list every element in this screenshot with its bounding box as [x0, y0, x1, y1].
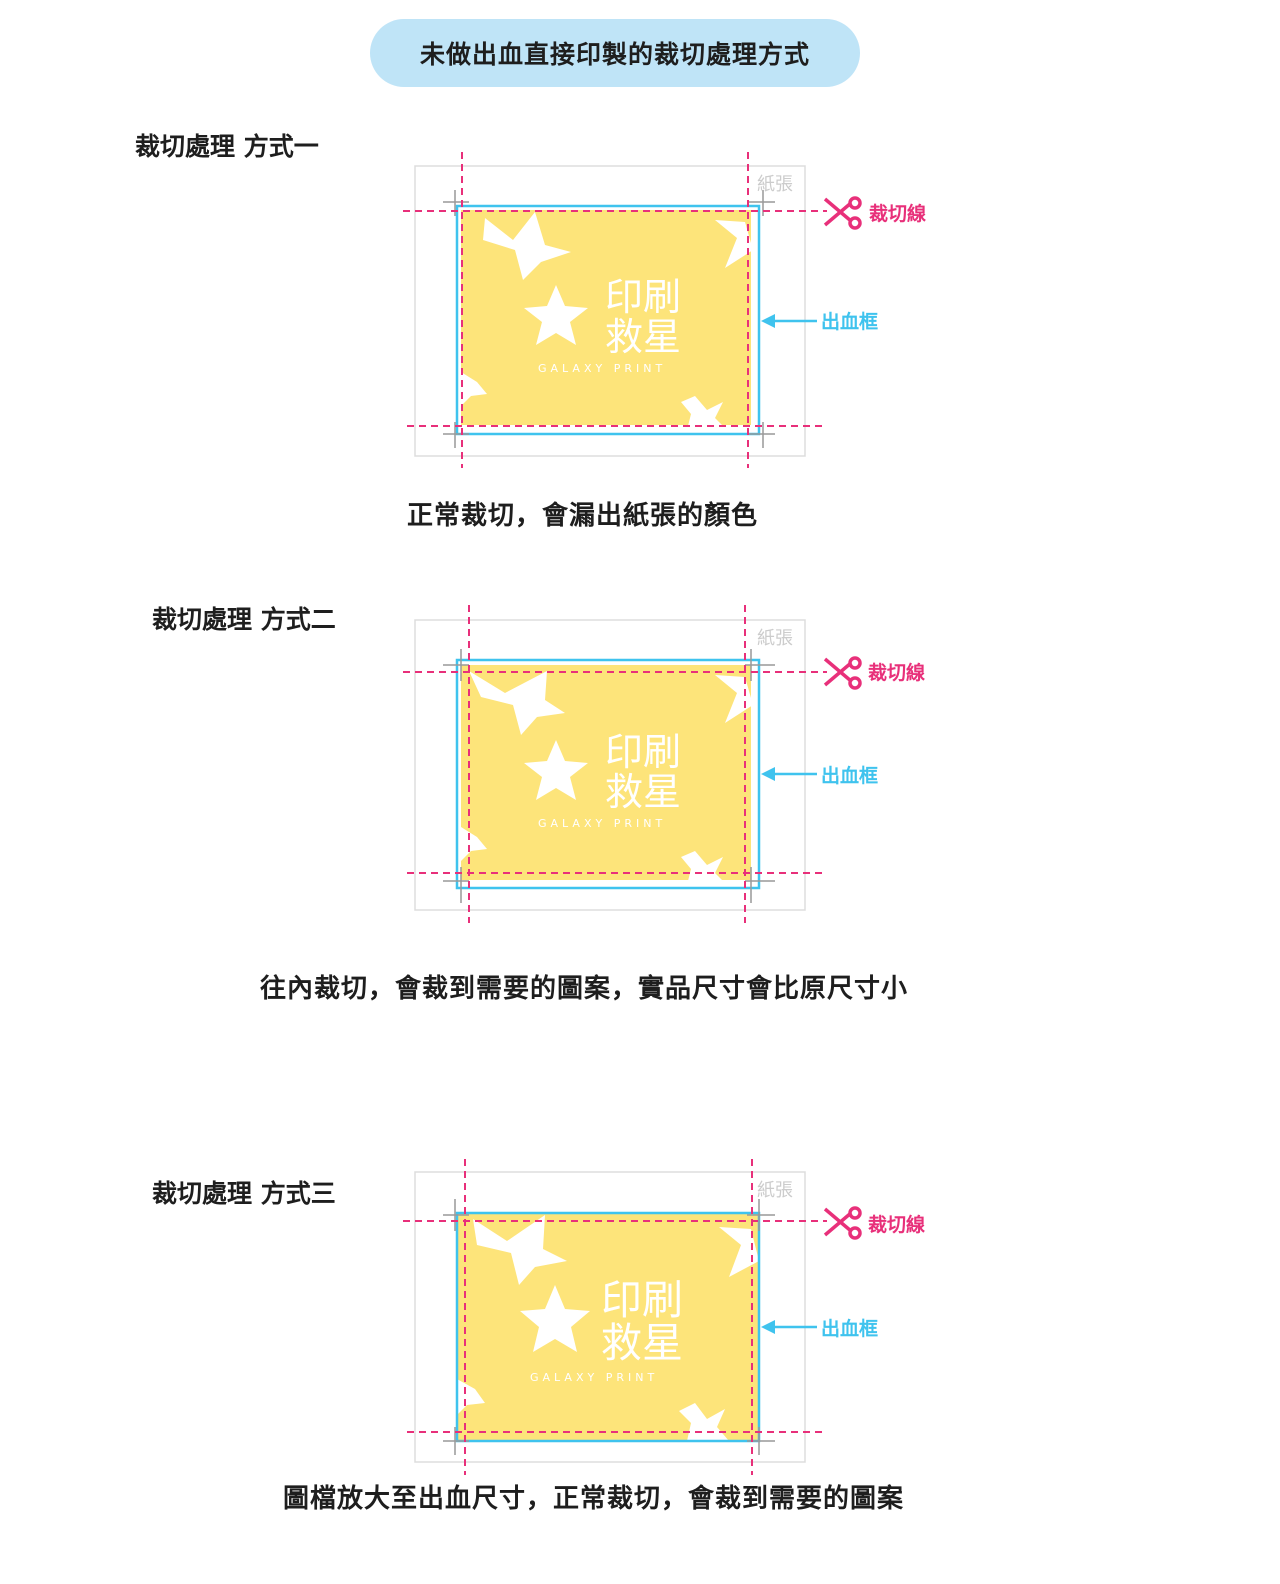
crop-marks — [443, 1199, 775, 1455]
scissors-icon — [823, 1206, 862, 1240]
arrow-left-icon — [761, 767, 817, 781]
diagram-2: 印刷 救星 GALAXY PRINT 紙張 裁切線 出血框 — [395, 605, 940, 925]
cut-line-label: 裁切線 — [868, 661, 925, 684]
section-1-caption: 正常裁切，會漏出紙張的顏色 — [407, 501, 759, 531]
section-2-caption: 往內裁切，會裁到需要的圖案，實品尺寸會比原尺寸小 — [260, 974, 909, 1004]
paper-label: 紙張 — [757, 174, 793, 195]
logo-star-icon — [524, 740, 588, 800]
cut-lines — [403, 605, 827, 923]
star-decoration — [719, 1227, 759, 1277]
logo-sub: GALAXY PRINT — [530, 1371, 658, 1384]
cut-line-label: 裁切線 — [868, 1213, 925, 1236]
diagram-1-svg: 印刷 救星 GALAXY PRINT 紙張 裁切線 出血框 — [403, 152, 926, 468]
logo-line2: 救星 — [605, 770, 681, 814]
star-decoration — [681, 851, 727, 885]
cut-line-label: 裁切線 — [869, 202, 926, 225]
logo-sub: GALAXY PRINT — [538, 362, 666, 375]
bleed-frame — [455, 1211, 761, 1443]
logo-star-icon — [524, 285, 588, 345]
section-3-label: 裁切處理 方式三 — [152, 1179, 336, 1208]
star-decoration — [715, 220, 753, 268]
arrow-left-icon — [761, 1320, 817, 1334]
bleed-frame-label: 出血框 — [821, 764, 878, 787]
page-title: 未做出血直接印製的裁切處理方式 — [370, 19, 860, 87]
logo-line1: 印刷 — [605, 730, 681, 774]
logo-line2: 救星 — [601, 1319, 683, 1367]
star-decoration — [469, 671, 565, 735]
star-decoration — [461, 372, 487, 406]
logo-star-icon — [520, 1285, 590, 1352]
star-decoration — [461, 827, 487, 861]
logo-line2: 救星 — [605, 315, 681, 359]
paper-label: 紙張 — [757, 1180, 793, 1201]
cut-lines — [403, 152, 827, 468]
diagram-2-svg: 印刷 救星 GALAXY PRINT 紙張 裁切線 出血框 — [403, 605, 925, 923]
cut-lines — [403, 1159, 827, 1475]
section-3-caption: 圖檔放大至出血尺寸，正常裁切，會裁到需要的圖案 — [283, 1484, 905, 1514]
section-2-label: 裁切處理 方式二 — [152, 605, 336, 634]
section-1-label: 裁切處理 方式一 — [135, 132, 319, 161]
crop-marks — [443, 649, 775, 903]
star-decoration — [679, 1403, 729, 1441]
paper-label: 紙張 — [757, 628, 793, 649]
star-decoration — [483, 212, 571, 280]
diagram-1: 印刷 救星 GALAXY PRINT 紙張 裁切線 出血框 — [395, 150, 940, 470]
scissors-icon — [823, 656, 862, 690]
star-decoration — [473, 1215, 567, 1285]
star-decoration — [715, 675, 753, 723]
scissors-icon — [823, 196, 862, 230]
bleed-frame-label: 出血框 — [821, 1317, 878, 1340]
diagram-3: 印刷 救星 GALAXY PRINT 紙張 裁切線 出血框 — [395, 1157, 940, 1477]
logo-line1: 印刷 — [601, 1276, 683, 1324]
bleed-frame — [455, 658, 761, 890]
logo-sub: GALAXY PRINT — [538, 817, 666, 830]
bleed-frame — [455, 204, 761, 436]
arrow-left-icon — [761, 314, 817, 328]
bleed-frame-label: 出血框 — [821, 310, 878, 333]
diagram-3-svg: 印刷 救星 GALAXY PRINT 紙張 裁切線 出血框 — [403, 1159, 925, 1475]
logo-line1: 印刷 — [605, 275, 681, 319]
star-decoration — [681, 396, 727, 430]
